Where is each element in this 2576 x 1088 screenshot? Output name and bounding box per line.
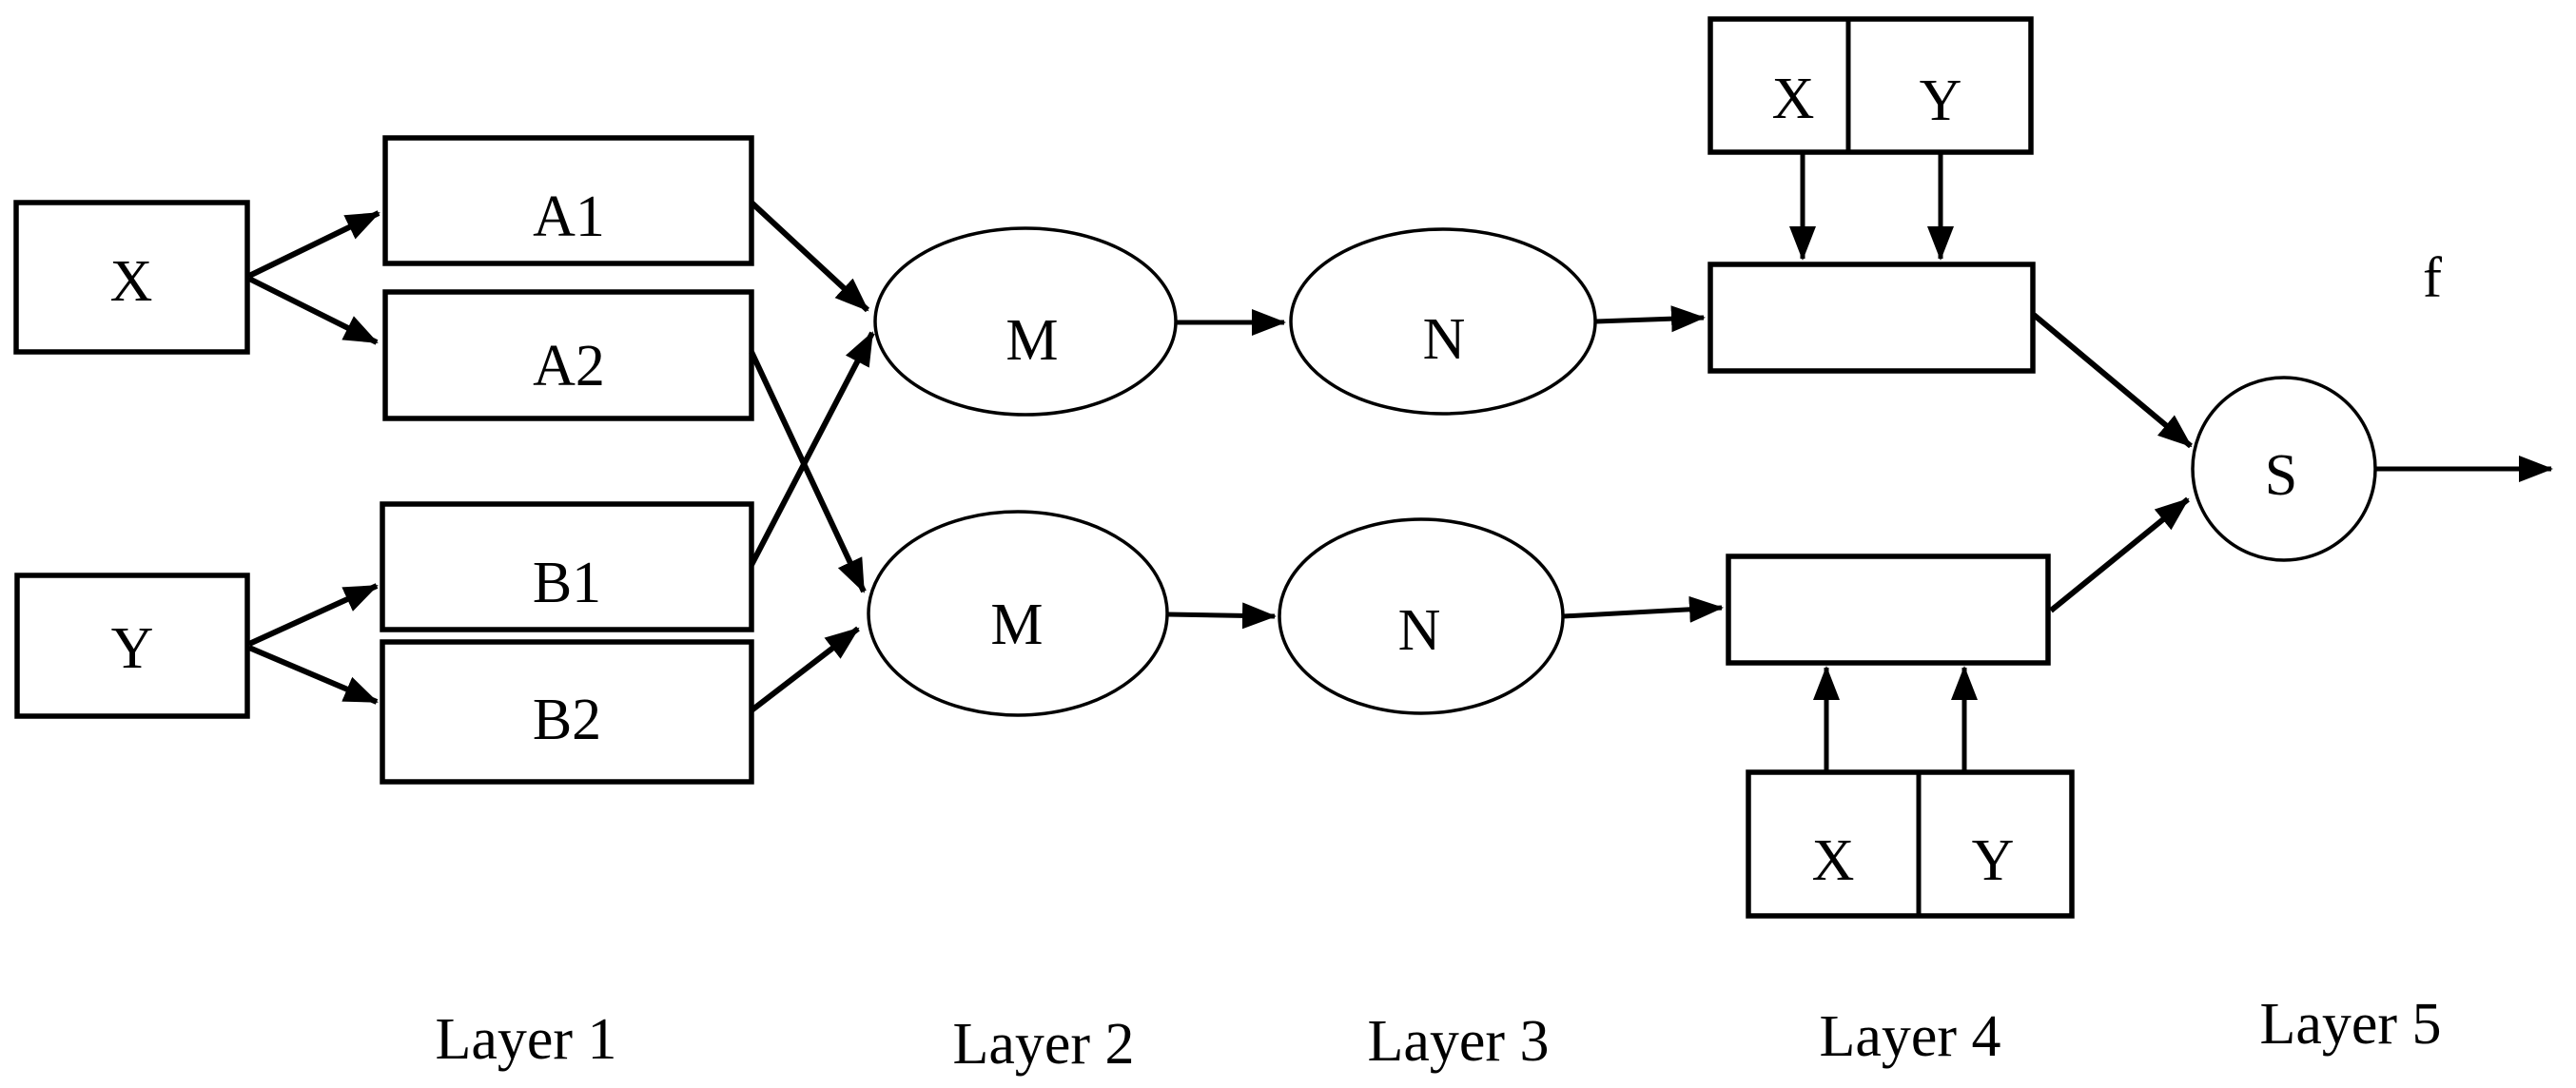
arrow-b1-to-m-top <box>749 331 875 567</box>
n-top-ellipse <box>1289 227 1597 416</box>
layer5-group: S f <box>2191 246 2442 562</box>
xy-top-x-label: X <box>1772 67 1815 131</box>
arrows-group <box>247 154 2553 770</box>
m-top-ellipse <box>873 226 1178 417</box>
arrow-x-to-a1 <box>247 210 381 279</box>
arrow-b2-to-m-bottom <box>750 626 860 713</box>
layer-labels-group: Layer 1 Layer 2 Layer 3 Layer 4 Layer 5 <box>435 992 2441 1077</box>
a1-label: A1 <box>533 185 605 249</box>
xy-top-box <box>1708 16 2034 155</box>
arrow-layer4-top-to-s <box>2032 312 2193 449</box>
layer5-label: Layer 5 <box>2259 992 2441 1057</box>
layer1-label: Layer 1 <box>435 1007 616 1072</box>
layer3-label: Layer 3 <box>1367 1009 1549 1074</box>
n-top-label: N <box>1423 307 1466 372</box>
s-circle <box>2191 376 2377 562</box>
m-bottom-ellipse <box>867 510 1169 717</box>
s-label: S <box>2265 443 2297 508</box>
xy-bottom-x-label: X <box>1812 828 1855 893</box>
input-x-label: X <box>110 249 153 314</box>
arrow-y-to-b2 <box>247 645 379 705</box>
input-y-box <box>14 573 250 719</box>
arrow-m-bottom-to-n-bottom <box>1167 602 1277 630</box>
xy-top-y-label: Y <box>1920 68 1962 133</box>
layer4-top-rect <box>1708 262 2036 374</box>
a2-label: A2 <box>533 334 605 398</box>
arrow-n-bottom-to-layer4-bottom <box>1562 595 1724 623</box>
n-bottom-label: N <box>1398 598 1441 663</box>
arrow-x-to-a2 <box>247 276 379 345</box>
b2-label: B2 <box>533 688 601 752</box>
xy-bottom-y-label: Y <box>1972 828 2015 893</box>
layer1-group: A1 A2 B1 B2 <box>380 135 754 785</box>
layer2-label: Layer 2 <box>952 1012 1134 1077</box>
layer2-group: M M <box>867 226 1178 717</box>
layer4-bottom-rect <box>1726 554 2051 666</box>
b1-label: B1 <box>533 551 601 615</box>
arrow-a2-to-m-bottom <box>749 350 867 593</box>
xy-cells-bottom: X Y <box>1746 769 2075 919</box>
m-bottom-label: M <box>990 593 1043 657</box>
layer4-group <box>1708 262 2051 666</box>
m-top-label: M <box>1005 308 1058 373</box>
layer3-group: N N <box>1278 227 1597 715</box>
arrow-n-top-to-layer4-top <box>1595 305 1706 333</box>
arrow-a1-to-m-top <box>749 200 870 313</box>
b1-box <box>380 501 754 632</box>
b2-box <box>380 639 754 785</box>
layer4-label: Layer 4 <box>1819 1004 2000 1069</box>
xy-bottom-box <box>1746 769 2075 919</box>
input-y-label: Y <box>111 616 154 681</box>
arrow-layer4-bottom-to-s <box>2049 496 2190 613</box>
f-label: f <box>2423 246 2442 309</box>
xy-cells-top: X Y <box>1708 16 2034 155</box>
input-x-box <box>13 200 250 355</box>
a1-box <box>382 135 754 266</box>
arrow-y-to-b1 <box>247 583 379 647</box>
input-group: X Y <box>13 200 250 719</box>
